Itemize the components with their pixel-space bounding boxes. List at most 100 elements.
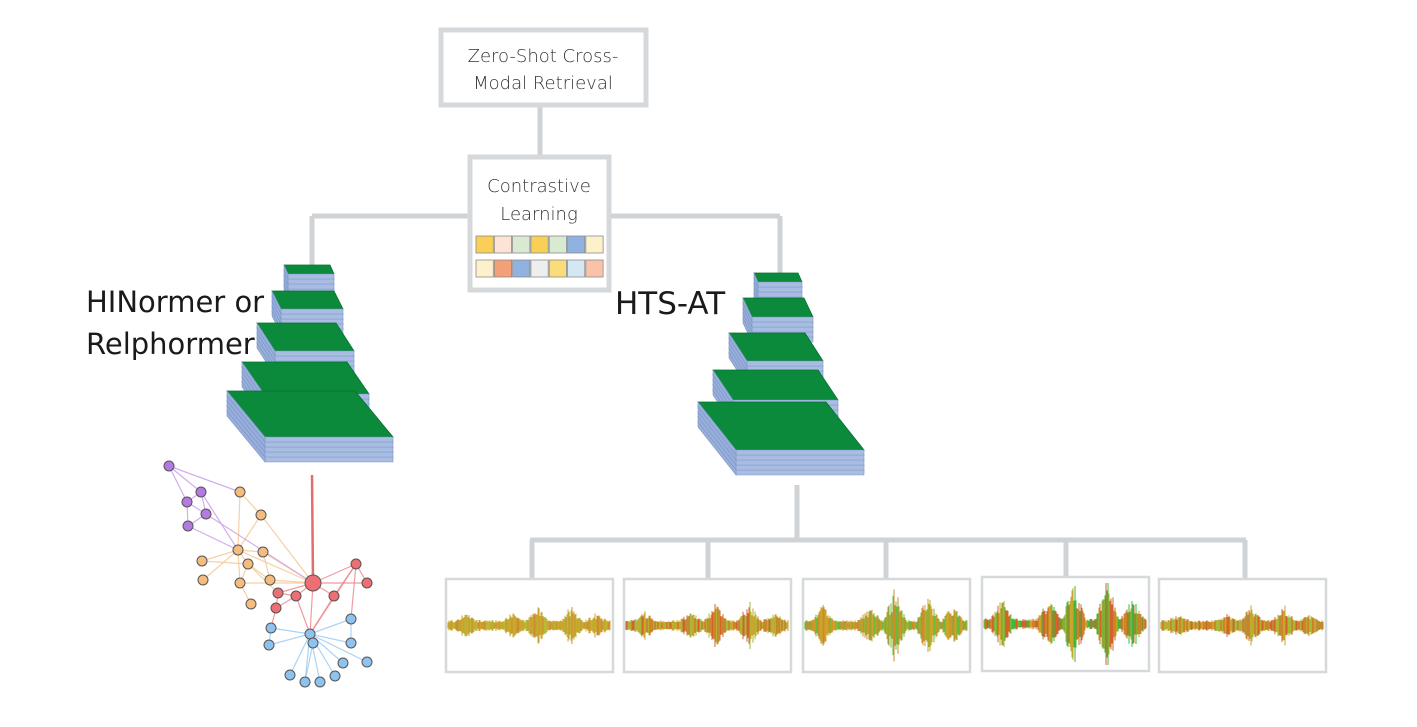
graph-edge [168, 465, 202, 493]
layer-edge [735, 469, 865, 476]
graph-node-red [290, 590, 302, 602]
layer-side [742, 297, 753, 323]
graph-edge [168, 465, 188, 503]
embedding-cell [493, 235, 512, 254]
graph-node-red [304, 574, 322, 592]
graph-node-orange [232, 544, 244, 556]
graph-node-orange [234, 577, 246, 589]
graph-node-purple [195, 486, 207, 498]
graph-edge [350, 563, 357, 620]
embedding-cell [530, 235, 549, 254]
graph-edge [247, 563, 279, 594]
graph-edge [201, 560, 249, 565]
audio-clips [444, 575, 1328, 674]
embedding-cell [493, 259, 512, 278]
graph-edge [270, 627, 311, 635]
layer-side [256, 321, 276, 358]
layer-edge [264, 441, 394, 448]
graph-node-blue [263, 639, 275, 651]
graph-node-blue [337, 657, 349, 669]
graph-node-blue [299, 676, 311, 688]
layer-side [283, 264, 289, 280]
connector-lines [309, 106, 1248, 578]
zero-shot-title-line2: Modal Retrieval [473, 73, 613, 94]
embedding-cell [567, 235, 586, 254]
layer-edge [264, 436, 394, 443]
graph-node-blue [265, 622, 277, 634]
layer-side [753, 272, 759, 288]
hinormer-layer-stack [226, 264, 394, 463]
graph-node-blue [304, 628, 316, 640]
graph-edge [309, 633, 352, 644]
audio-clip-5 [1157, 577, 1328, 674]
embedding-cell [530, 259, 549, 278]
layer-edge [751, 326, 814, 333]
graph-edge [309, 582, 314, 635]
embedding-cell [512, 235, 531, 254]
graph-edge [187, 525, 239, 551]
layer-top-face [742, 297, 814, 318]
hinormer-label: HINormer or Relphormer [86, 285, 264, 361]
graph-edge [289, 633, 311, 676]
embedding-cell [567, 259, 586, 278]
graph-edge [268, 633, 311, 646]
layer-top-face [271, 290, 344, 310]
layer-edge [264, 456, 394, 463]
layer-edge [735, 459, 865, 466]
graph-node-orange [264, 574, 276, 586]
graph-edge [260, 514, 314, 584]
contrastive-learning-box: Contrastive Learning [467, 154, 612, 293]
graph-node-blue [307, 637, 319, 649]
graph-node-purple [181, 496, 193, 508]
layer-edge [280, 313, 344, 320]
graph-edge [309, 633, 368, 663]
layer-edge [264, 451, 394, 458]
graph-edge [304, 642, 314, 683]
layer-top-face [753, 272, 803, 283]
graph-edge [237, 549, 314, 584]
graph-node-red [361, 577, 373, 589]
layer-edge [751, 316, 814, 323]
layer-edge [287, 273, 335, 280]
graph-node-red [272, 587, 284, 599]
audio-clip-4 [980, 575, 1151, 673]
graph-node-red [270, 602, 282, 614]
graph-node-orange [245, 598, 257, 610]
hinormer-label-line2: Relphormer [86, 327, 255, 361]
audio-clip-2 [622, 577, 793, 674]
embedding-cell [585, 259, 604, 278]
graph-edge [202, 549, 239, 581]
zero-shot-retrieval-box: Zero-Shot Cross- Modal Retrieval [438, 27, 649, 108]
graph-edge [309, 618, 352, 635]
graph-edge [201, 549, 239, 562]
layer-edge [735, 464, 865, 471]
graph-edge [200, 491, 239, 551]
graph-node-red [328, 590, 340, 602]
graph-node-blue [361, 656, 373, 668]
layer-edge [757, 291, 803, 298]
layer-edge [751, 321, 814, 328]
audio-clip-3 [801, 577, 972, 674]
embedding-cell [475, 259, 494, 278]
graph-node-blue [345, 613, 357, 625]
embedding-vectors [475, 235, 604, 278]
graph-node-orange [255, 509, 267, 521]
layer-edge [757, 286, 803, 293]
htsat-layer-stack [697, 272, 865, 476]
layer-side [226, 390, 266, 443]
hinormer-label-line1: HINormer or [86, 285, 264, 319]
layer-side [728, 331, 748, 368]
layer-top-face [712, 369, 839, 401]
graph-node-orange [234, 486, 246, 498]
layer-edge [735, 449, 865, 456]
graph-node-orange [242, 558, 254, 570]
graph-node-blue [314, 676, 326, 688]
embedding-cell [548, 235, 567, 254]
graph-edge [237, 514, 262, 551]
contrastive-title-line2: Learning [500, 204, 578, 225]
graph-node-blue [345, 637, 357, 649]
zero-shot-title-line1: Zero-Shot Cross- [468, 46, 619, 67]
graph-node-red [350, 558, 362, 570]
graph-link-line [310, 474, 315, 583]
